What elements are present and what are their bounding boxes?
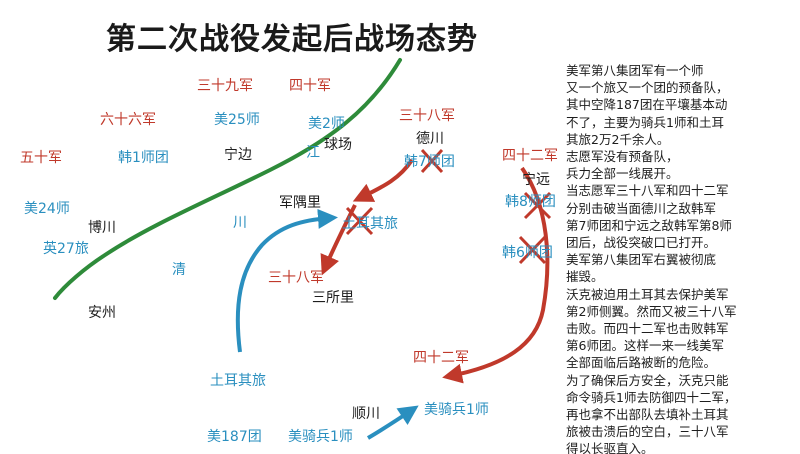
description-panel: 美军第八集团军有一个师 又一个旅又一个团的预备队， 其中空降187团在平壤基本动… — [566, 62, 792, 454]
red-arrow-junyuli — [320, 204, 357, 276]
cross-han7 — [420, 148, 444, 174]
description-line: 第6师团。这样一来一线美军 — [566, 338, 724, 354]
label-us-1st-cav-div-west: 美骑兵1师 — [288, 429, 353, 445]
front-line — [53, 58, 402, 300]
description-line: 击败。而四十二军也击败韩军 — [566, 321, 729, 337]
description-line: 志愿军没有预备队， — [566, 149, 679, 165]
label-river-chuan: 川 — [233, 215, 247, 231]
label-rok-8th-div: 韩8师团 — [505, 194, 556, 210]
label-shunchuan: 顺川 — [352, 406, 380, 422]
description-line: 沃克被迫用土耳其去保护美军 — [566, 286, 729, 302]
label-rok-1st-div: 韩1师团 — [118, 150, 169, 166]
label-us-25th-div: 美25师 — [214, 112, 260, 128]
label-50th-army: 五十军 — [20, 150, 62, 166]
label-anzhou: 安州 — [88, 305, 116, 321]
blue-arrow-turkish-brigade — [235, 208, 338, 353]
description-line: 得以长驱直入。 — [566, 441, 654, 454]
label-river-qing: 清 — [172, 262, 186, 278]
description-line: 第7师团和宁远之敌韩军第8师 — [566, 217, 732, 233]
description-line: 命令骑兵1师去防御四十二军， — [566, 389, 737, 405]
description-line: 再也拿不出部队去填补土耳其 — [566, 407, 729, 423]
label-river-jiang: 江 — [306, 145, 320, 161]
label-39th-army: 三十九军 — [197, 78, 253, 94]
blue-arrow-cavalry — [366, 405, 419, 440]
label-deokcheon: 德川 — [416, 131, 444, 147]
description-line: 分别击破当面德川之敌韩军 — [566, 200, 717, 216]
label-us-24th-div: 美24师 — [24, 201, 70, 217]
label-42nd-army-south: 四十二军 — [413, 350, 469, 366]
description-line: 美军第八集团军右翼被彻底 — [566, 252, 717, 268]
label-66th-army: 六十六军 — [100, 112, 156, 128]
label-us-187th-regiment: 美187团 — [207, 429, 262, 445]
cross-han6 — [518, 235, 547, 265]
description-line: 团后，战役突破口已打开。 — [566, 235, 717, 251]
label-ningyuan: 宁远 — [522, 172, 550, 188]
label-us-1st-cav-div-east: 美骑兵1师 — [424, 402, 489, 418]
description-line: 当志愿军三十八军和四十二军 — [566, 183, 729, 199]
description-line: 其中空降187团在平壤基本动 — [566, 97, 728, 113]
label-turkish-brigade-front: 土耳其旅 — [342, 216, 398, 232]
cross-han8 — [523, 191, 552, 220]
label-sansuoli: 三所里 — [312, 290, 354, 306]
description-line: 美军第八集团军有一个师 — [566, 63, 704, 78]
cross-turkish — [345, 206, 374, 236]
description-line: 兵力全部一线展开。 — [566, 166, 679, 182]
description-line: 旅被击溃后的空白，三十八军 — [566, 424, 729, 440]
label-us-2nd-div: 美2师 — [308, 116, 345, 132]
label-42nd-army-north: 四十二军 — [502, 148, 558, 164]
label-38th-army-south: 三十八军 — [268, 270, 324, 286]
description-line: 其旅2万2千余人。 — [566, 131, 670, 147]
label-bochuan: 博川 — [88, 220, 116, 236]
label-junyuli: 军隅里 — [279, 195, 321, 211]
label-turkish-brigade-reserve: 土耳其旅 — [210, 373, 266, 389]
label-ningbian: 宁边 — [224, 147, 252, 163]
label-40th-army: 四十军 — [289, 78, 331, 94]
map-title: 第二次战役发起后战场态势 — [106, 22, 478, 57]
description-line: 全部面临后路被断的危险。 — [566, 355, 717, 371]
description-line: 摧毁。 — [566, 269, 604, 285]
label-38th-army-north: 三十八军 — [399, 108, 455, 124]
label-uk-27th-brigade: 英27旅 — [43, 241, 89, 257]
description-line: 为了确保后方安全，沃克只能 — [566, 372, 729, 388]
red-arrow-deokcheon — [352, 158, 414, 202]
label-rok-6th-div: 韩6师团 — [502, 245, 553, 261]
description-line: 第2师侧翼。然而又被三十八军 — [566, 303, 737, 319]
description-line: 不了，主要为骑兵1师和土耳 — [566, 114, 724, 130]
label-qiuchang: 球场 — [324, 137, 352, 153]
description-line: 又一个旅又一个团的预备队， — [566, 80, 729, 96]
label-rok-7th-div: 韩7师团 — [404, 154, 455, 170]
